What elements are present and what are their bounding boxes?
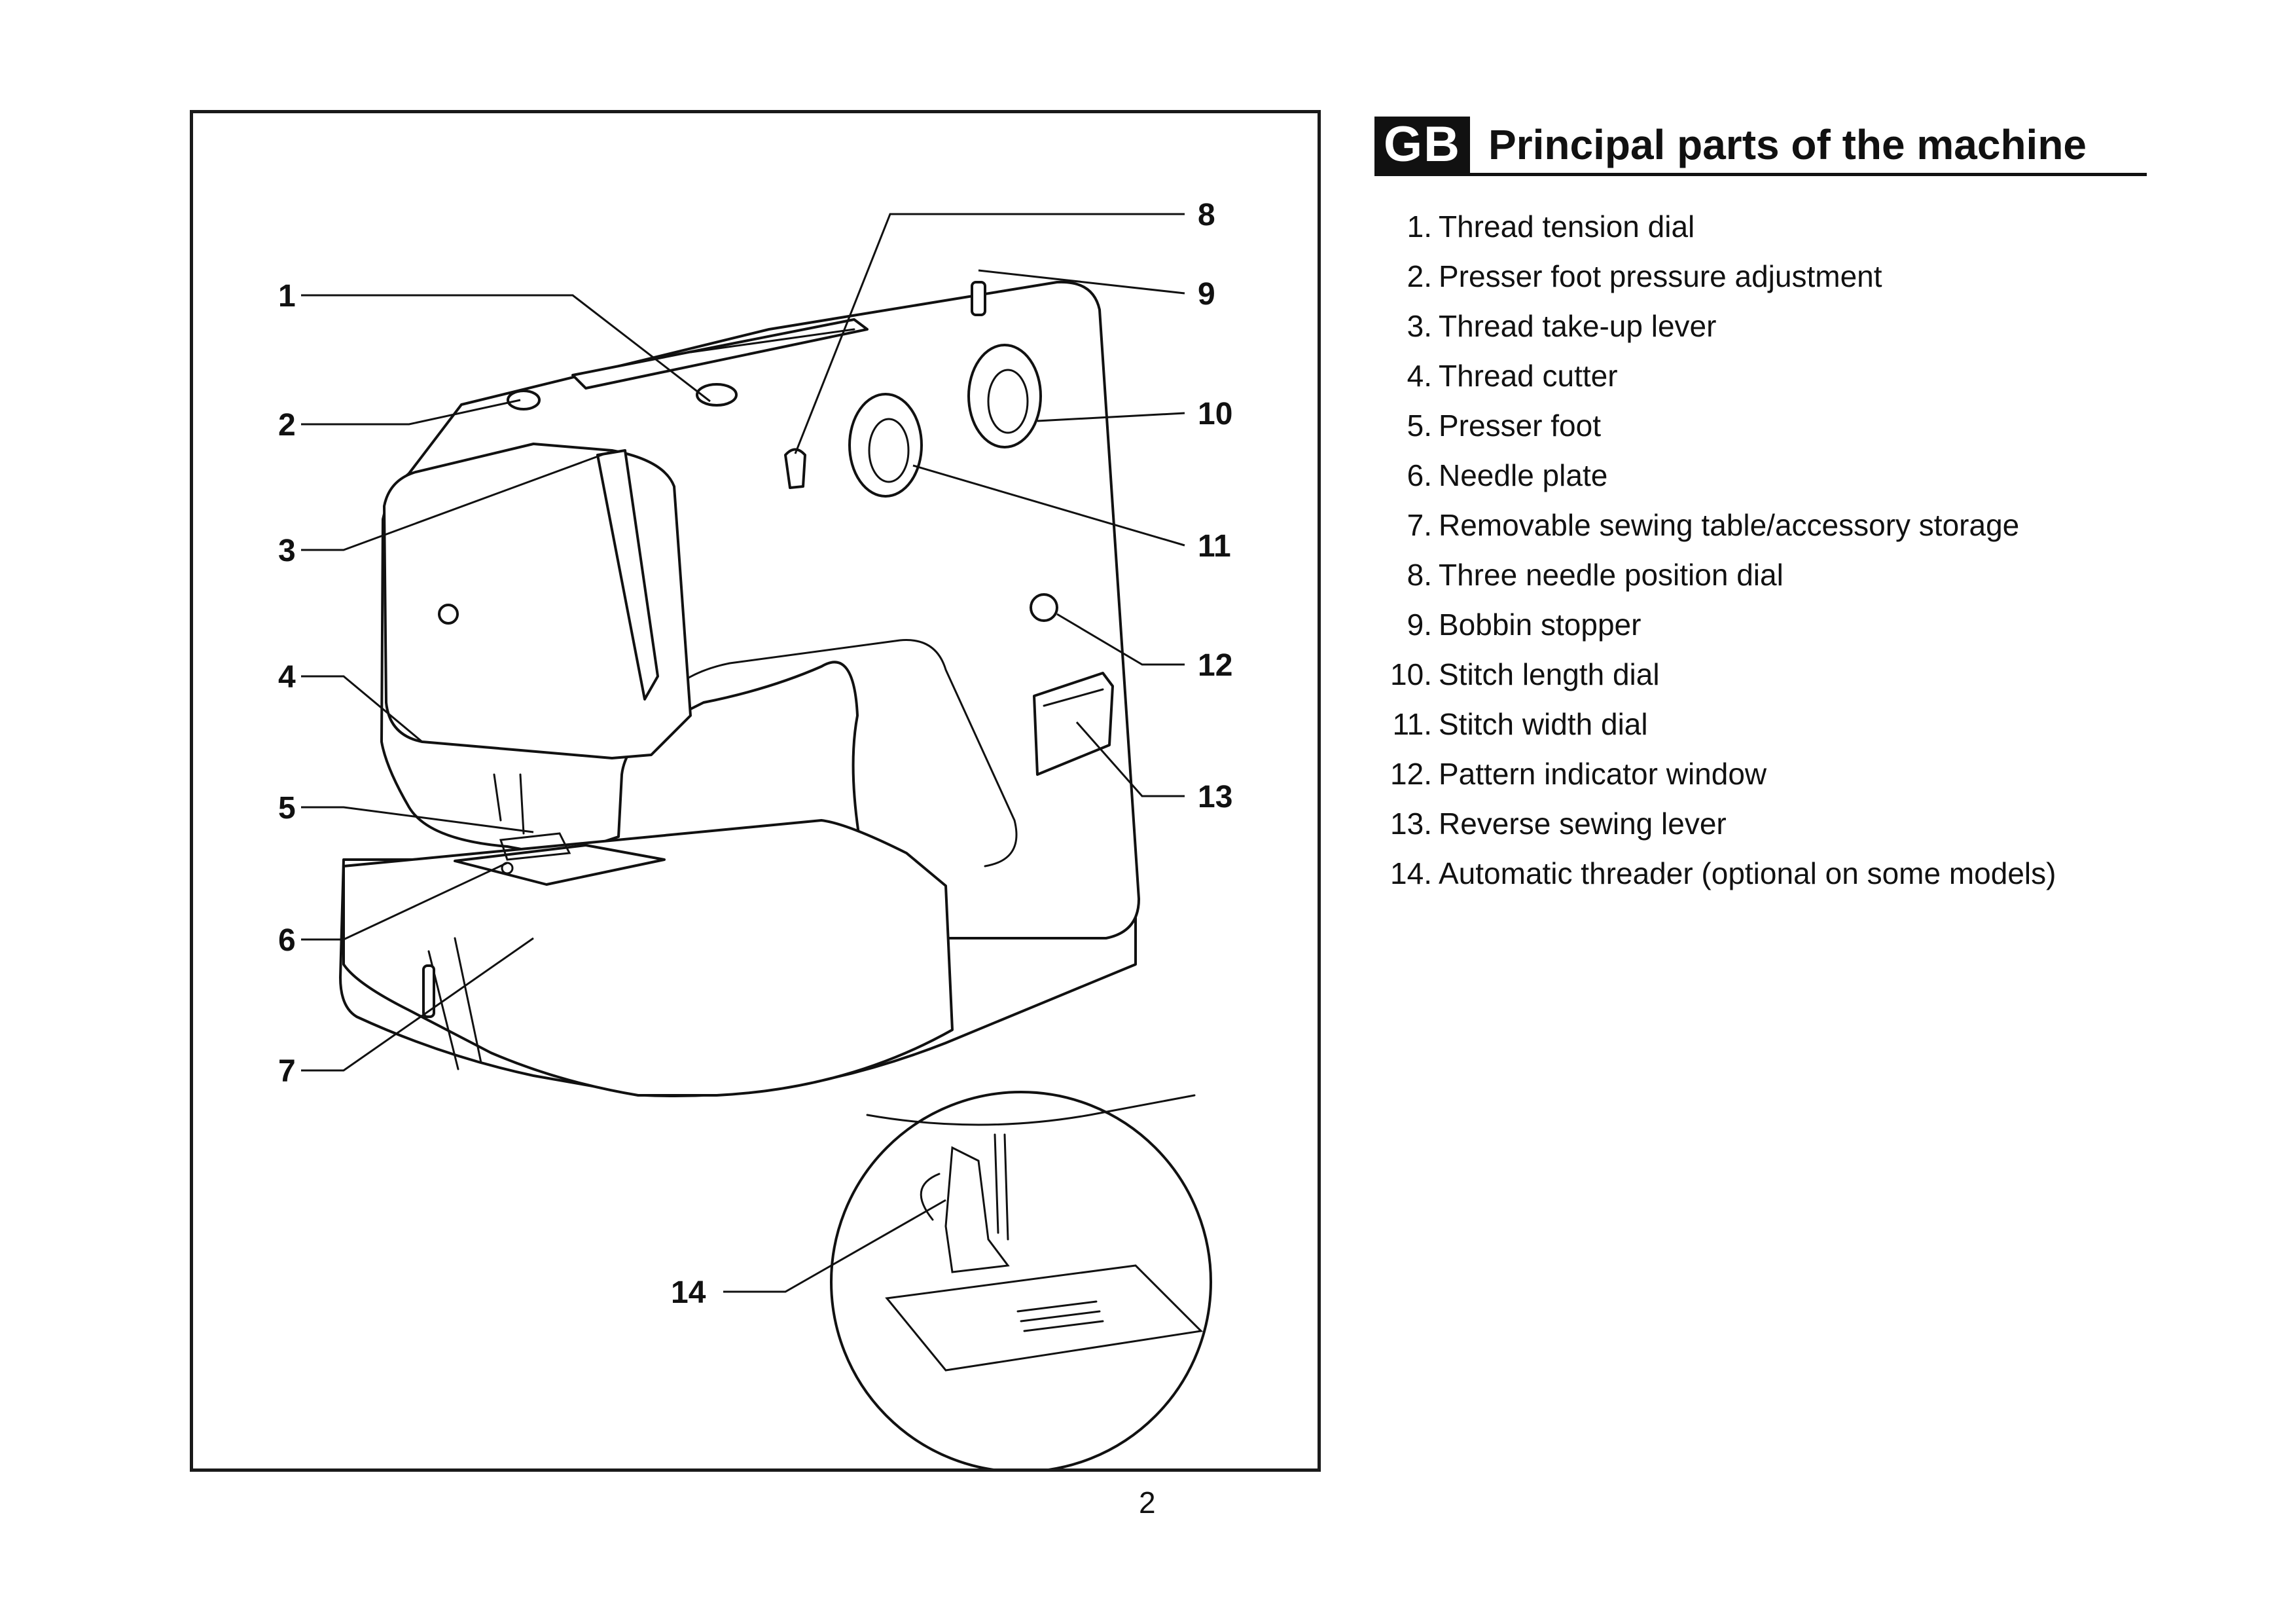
item-label: Stitch width dial [1439, 707, 1648, 741]
item-label: Thread cutter [1439, 359, 1618, 393]
list-item: 1.Thread tension dial [1380, 202, 2056, 251]
item-number: 9. [1407, 608, 1432, 642]
list-item: 14.Automatic threader (optional on some … [1380, 848, 2056, 898]
bobbin-stopper-drawing [971, 281, 986, 316]
item-label: Three needle position dial [1439, 558, 1784, 592]
page-number: 2 [1139, 1486, 1156, 1520]
list-item: 7.Removable sewing table/accessory stora… [1380, 500, 2056, 550]
list-item: 2.Presser foot pressure adjustment [1380, 251, 2056, 301]
list-item: 9.Bobbin stopper [1380, 600, 2056, 649]
reverse-lever-drawing [1033, 672, 1114, 776]
callout-14: 14 [671, 1275, 706, 1310]
callout-4: 4 [278, 660, 296, 695]
list-item: 13.Reverse sewing lever [1380, 799, 2056, 848]
callout-9: 9 [1198, 277, 1215, 312]
callout-5: 5 [278, 791, 296, 826]
machine-drawing [339, 280, 1212, 1468]
list-item: 12.Pattern indicator window [1380, 749, 2056, 799]
sewing-machine-illustration: 1 2 3 4 5 6 7 8 9 10 11 12 13 14 [278, 198, 1232, 1468]
take-up-lever-drawing [596, 449, 659, 701]
item-number: 3. [1407, 309, 1432, 343]
item-number: 7. [1407, 508, 1432, 542]
callout-3: 3 [278, 534, 296, 568]
item-number: 4. [1407, 359, 1432, 393]
item-number: 2. [1407, 259, 1432, 293]
callout-12: 12 [1198, 648, 1232, 683]
callout-2: 2 [278, 408, 296, 443]
callouts: 1 2 3 4 5 6 7 8 9 10 11 12 13 14 [278, 198, 1232, 1310]
needle-plate-drawing [454, 844, 666, 886]
list-item: 4.Thread cutter [1380, 351, 2056, 401]
item-label: Presser foot [1439, 409, 1601, 443]
item-number: 12. [1390, 757, 1432, 791]
item-label: Thread take-up lever [1439, 309, 1717, 343]
item-number: 1. [1407, 210, 1432, 244]
item-label: Pattern indicator window [1439, 757, 1767, 791]
item-number: 6. [1407, 458, 1432, 492]
list-item: 3.Thread take-up lever [1380, 301, 2056, 351]
item-label: Stitch length dial [1439, 657, 1660, 691]
needle-position-knob [784, 448, 806, 489]
item-label: Reverse sewing lever [1439, 807, 1727, 841]
item-number: 13. [1390, 807, 1432, 841]
callout-11: 11 [1198, 529, 1231, 564]
list-item: 11.Stitch width dial [1380, 699, 2056, 749]
section-header: GB Principal parts of the machine [1374, 117, 2147, 176]
list-item: 5.Presser foot [1380, 401, 2056, 450]
list-item: 10.Stitch length dial [1380, 649, 2056, 699]
callout-7: 7 [278, 1054, 296, 1089]
item-label: Needle plate [1439, 458, 1608, 492]
item-label: Thread tension dial [1439, 210, 1695, 244]
list-item: 8.Three needle position dial [1380, 550, 2056, 600]
callout-10: 10 [1198, 397, 1232, 431]
figure-frame: 1 2 3 4 5 6 7 8 9 10 11 12 13 14 [190, 110, 1321, 1472]
parts-list: 1.Thread tension dial 2.Presser foot pre… [1380, 202, 2056, 898]
item-number: 14. [1390, 856, 1432, 890]
callout-1: 1 [278, 279, 296, 314]
item-number: 11. [1392, 707, 1432, 741]
pattern-window-drawing [1030, 593, 1058, 622]
callout-6: 6 [278, 923, 296, 958]
list-item: 6.Needle plate [1380, 450, 2056, 500]
callout-8: 8 [1198, 198, 1215, 232]
item-number: 8. [1407, 558, 1432, 592]
sewing-table [342, 819, 954, 1097]
leader-lines [301, 213, 1185, 1293]
item-number: 5. [1407, 409, 1432, 443]
table-latch [422, 964, 435, 1018]
item-label: Bobbin stopper [1439, 608, 1641, 642]
language-badge: GB [1374, 117, 1470, 173]
item-number: 10. [1390, 657, 1432, 691]
item-label: Automatic threader (optional on some mod… [1439, 856, 2056, 890]
page-title: Principal parts of the machine [1488, 121, 2087, 168]
item-label: Presser foot pressure adjustment [1439, 259, 1882, 293]
callout-13: 13 [1198, 780, 1232, 814]
item-label: Removable sewing table/accessory storage [1439, 508, 2020, 542]
